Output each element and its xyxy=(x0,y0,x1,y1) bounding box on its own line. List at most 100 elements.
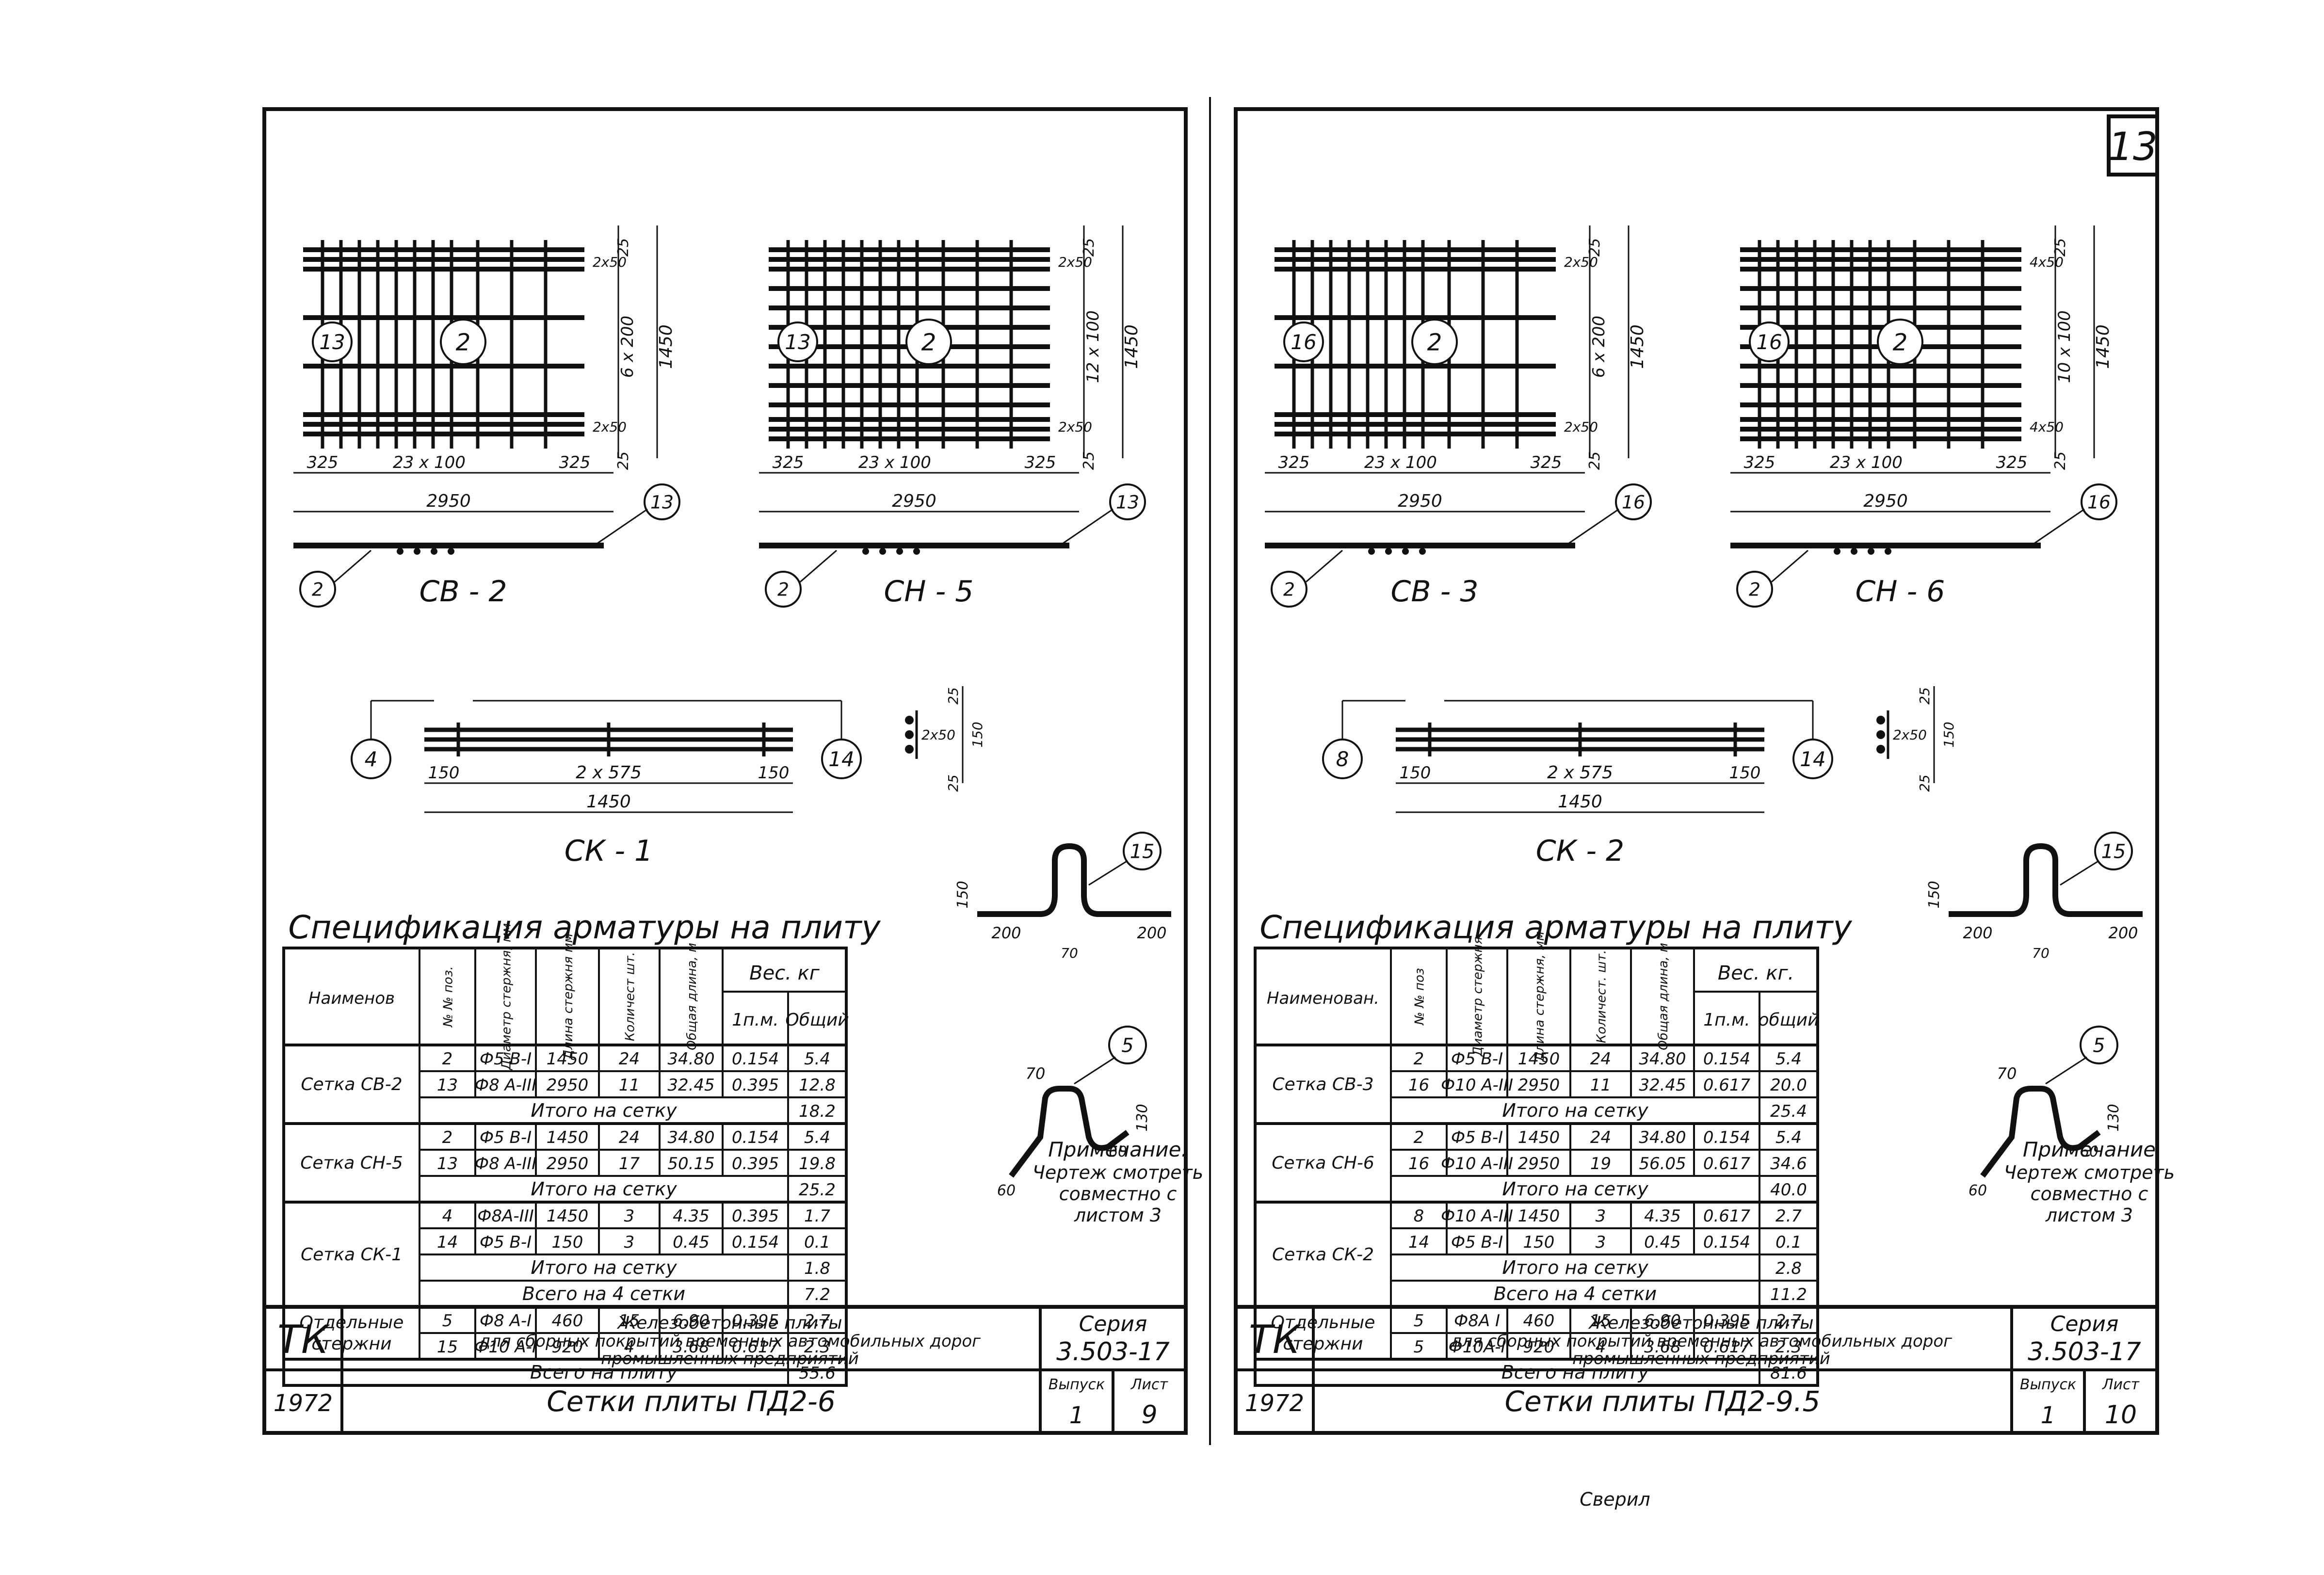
table-cell: Ф5 В-I xyxy=(480,1049,532,1069)
ck-name: СК - 2 xyxy=(1536,834,1624,868)
dimension-text: 23 x 100 xyxy=(393,453,466,472)
table-cell: 11 xyxy=(1590,1076,1611,1095)
bar-section-dot xyxy=(1876,745,1885,754)
table-cell: 2.7 xyxy=(1775,1311,1802,1331)
table-cell: Ф5 В-I xyxy=(1451,1233,1503,1252)
dimension-text: 25 xyxy=(945,687,961,705)
position-marker xyxy=(2094,832,2133,870)
dimension-text: 2x50 xyxy=(1564,254,1598,270)
position-marker xyxy=(1108,1026,1147,1064)
dimension-text: 130 xyxy=(2105,1104,2122,1131)
mesh-name: СН - 5 xyxy=(884,575,974,609)
dimension-text: 325 xyxy=(1278,453,1310,472)
table-cell: 920 xyxy=(1523,1337,1555,1357)
mesh-name: СН - 6 xyxy=(1856,575,1945,609)
dimension-text: 25 xyxy=(615,451,632,470)
table-cell: 15 xyxy=(437,1337,458,1357)
note-title: Примечание xyxy=(2023,1138,2156,1161)
page-number: 13 xyxy=(2108,124,2158,169)
leader-line xyxy=(1074,1056,1116,1085)
header-cell: Вес. кг. xyxy=(1718,962,1794,984)
table-cell: 4 xyxy=(1596,1337,1606,1357)
table-cell: 32.45 xyxy=(1639,1076,1686,1095)
leader-line xyxy=(594,508,648,546)
group-name-cell: Сетка СВ-3 xyxy=(1272,1075,1373,1094)
table-cell: 24 xyxy=(1590,1049,1611,1069)
table-cell: 0.45 xyxy=(673,1233,710,1252)
dimension-text: 70 xyxy=(1061,945,1078,961)
table-cell: 50.15 xyxy=(667,1154,714,1173)
bar-section-dot xyxy=(1368,548,1375,555)
table-cell: Ф10 А-III xyxy=(1441,1206,1513,1226)
dimension-text: 1450 xyxy=(1628,324,1647,369)
bent-bar-5 xyxy=(1009,1086,1130,1178)
leader-line xyxy=(2060,860,2099,886)
table-cell: 6.90 xyxy=(673,1311,710,1331)
dimension-text: 4x50 xyxy=(2030,254,2064,270)
bar-section-dot xyxy=(1885,548,1891,555)
table-cell: 2.7 xyxy=(804,1311,830,1331)
bar-section-dot xyxy=(896,548,903,555)
group-name-cell: Сетка СК-1 xyxy=(301,1245,403,1265)
position-marker-number: 2 xyxy=(312,579,323,600)
table-cell: 16 xyxy=(1408,1076,1429,1095)
position-marker-number: 16 xyxy=(1756,330,1782,354)
dimension-text: 130 xyxy=(1134,1104,1151,1131)
bar-section-dot xyxy=(448,548,454,555)
series-label: Серия xyxy=(2050,1312,2119,1336)
note-line: Чертеж смотреть xyxy=(1033,1162,1203,1183)
subtotal-value: 25.4 xyxy=(1770,1102,1807,1121)
position-marker xyxy=(1615,483,1652,520)
subtotal-label: Итого на сетку xyxy=(1502,1100,1648,1121)
dimension-text: 325 xyxy=(1531,453,1562,472)
bent-bar-5 xyxy=(1980,1086,2101,1178)
dimension-text: 23 x 100 xyxy=(1364,453,1437,472)
dimension-text: 2x50 xyxy=(921,727,955,743)
group-name-cell: Отдельные xyxy=(300,1313,404,1333)
position-marker-number: 4 xyxy=(365,747,378,771)
dimension-text: 70 xyxy=(2032,945,2050,961)
table-cell: 920 xyxy=(552,1337,583,1357)
table-cell: 0.1 xyxy=(1775,1233,1802,1252)
table-cell: Ф8 А-III xyxy=(475,1154,536,1173)
leader-line xyxy=(1059,508,1114,546)
group-name-cell: Сетка СН-6 xyxy=(1272,1153,1374,1173)
table-cell: 0.45 xyxy=(1644,1233,1681,1252)
title-line: Железобетонные плиты xyxy=(1588,1313,1813,1333)
subtotal-value: 1.8 xyxy=(804,1259,830,1278)
bar-section-dot xyxy=(905,730,914,739)
dimension-text: 2950 xyxy=(892,491,936,511)
subtotal-value: 18.2 xyxy=(799,1102,836,1121)
dimension-text: 2950 xyxy=(1863,491,1908,511)
table-cell: 8 xyxy=(1414,1206,1424,1226)
table-cell: 2.7 xyxy=(1775,1206,1802,1226)
dimension-text: 25 xyxy=(1917,687,1933,705)
position-marker xyxy=(1109,483,1146,520)
footer-text: Сверил xyxy=(1580,1489,1650,1510)
subtotal-value: 40.0 xyxy=(1770,1180,1807,1200)
header-cell: № № поз. xyxy=(441,966,456,1028)
group-name-cell: Сетка СВ-2 xyxy=(301,1075,402,1094)
table-cell: Ф5 В-I xyxy=(1451,1128,1503,1147)
subtotal-value: 11.2 xyxy=(1770,1285,1807,1304)
dimension-text: 325 xyxy=(773,453,804,472)
table-cell: 4 xyxy=(442,1206,453,1226)
header-cell: Общая длина, м xyxy=(685,943,699,1050)
table-cell: 13 xyxy=(437,1154,458,1173)
dimension-text: 6 x 200 xyxy=(618,316,637,378)
dimension-text: 23 x 100 xyxy=(858,453,931,472)
bent-bar-15 xyxy=(1949,843,2143,917)
spec-title: Спецификация арматуры на плиту xyxy=(1259,909,1852,946)
position-marker xyxy=(2081,483,2117,520)
table-cell: 15 xyxy=(1590,1311,1611,1331)
header-cell: общий xyxy=(1759,1010,1819,1030)
dimension-text: 23 x 100 xyxy=(1830,453,1903,472)
table-cell: 2 xyxy=(1414,1128,1424,1147)
group-name-cell: стержни xyxy=(311,1334,391,1354)
dimension-text: 325 xyxy=(307,453,339,472)
sheet-label: Лист xyxy=(1130,1376,1169,1393)
sheet-label: Лист xyxy=(2102,1376,2140,1393)
dimension-text: 2x50 xyxy=(1893,727,1927,743)
table-cell: 14 xyxy=(437,1233,458,1252)
table-cell: 12.8 xyxy=(799,1076,836,1095)
